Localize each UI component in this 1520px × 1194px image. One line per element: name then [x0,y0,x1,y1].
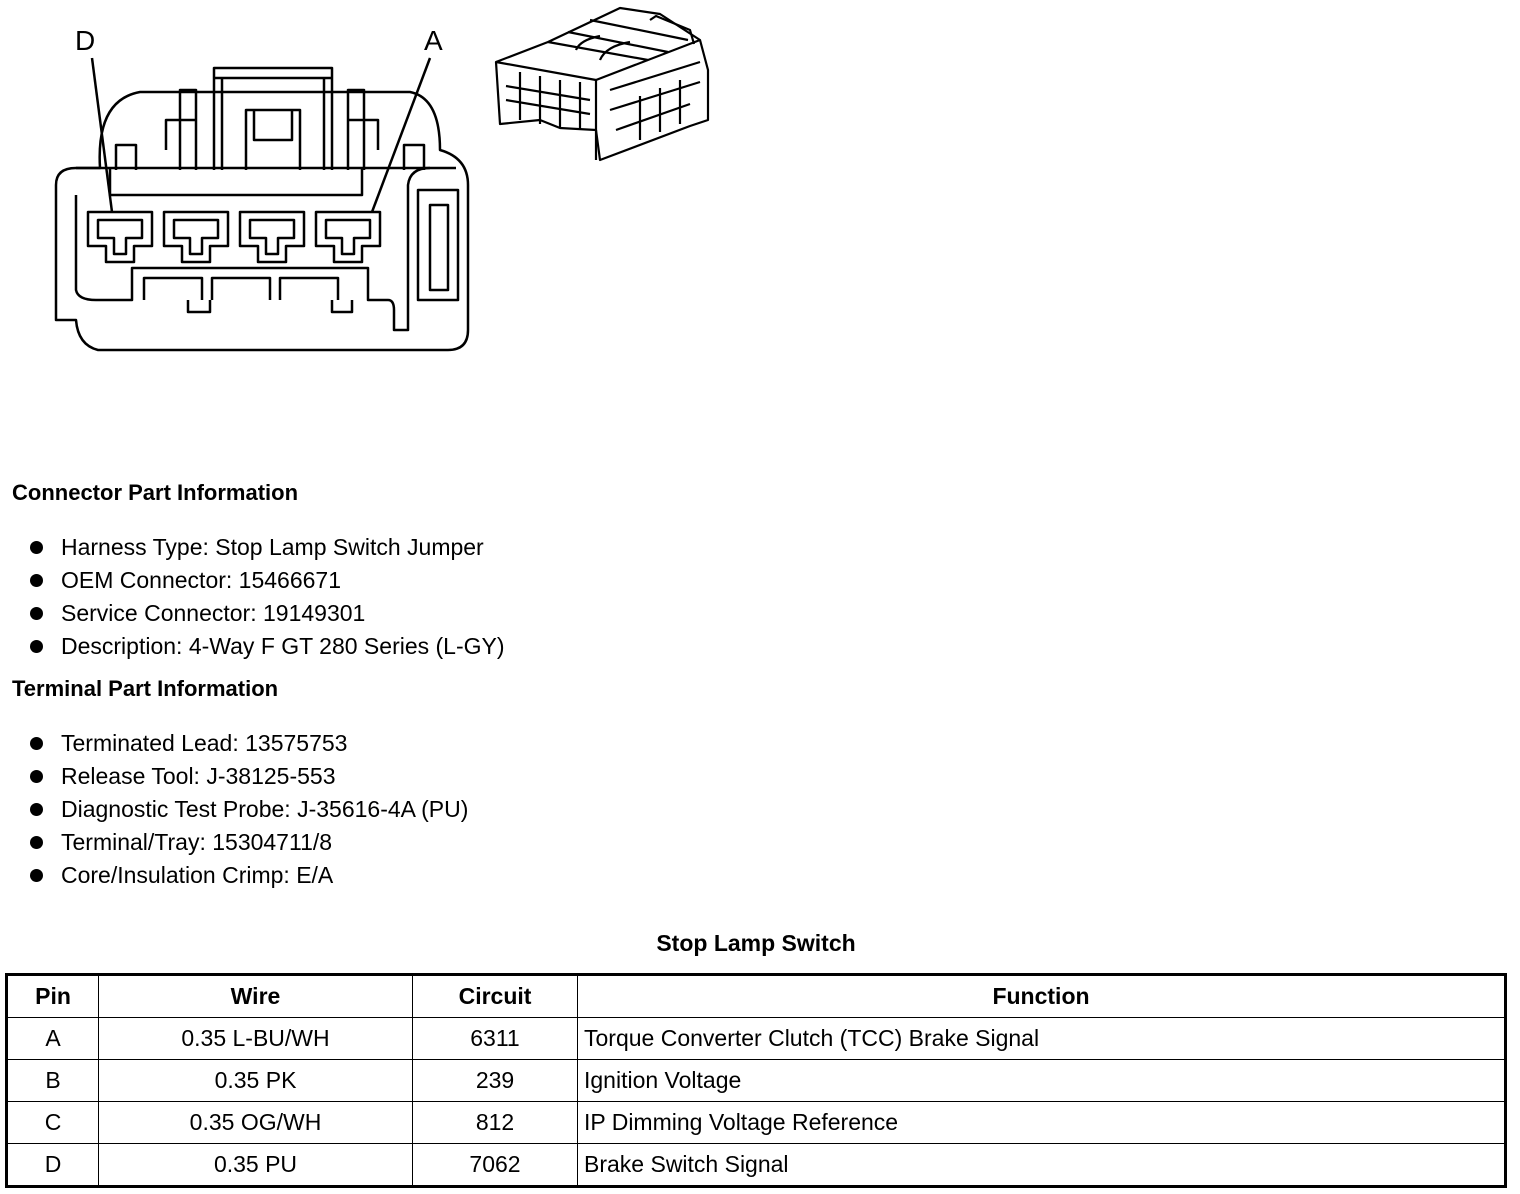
pin-label-a: A [424,25,443,56]
pin-label-d: D [75,25,95,56]
cell-pin: D [6,1143,99,1187]
list-item-text: Release Tool: J-38125-553 [61,763,336,789]
list-item-text: Service Connector: 19149301 [61,600,366,626]
cell-function: Torque Converter Clutch (TCC) Brake Sign… [577,1017,1506,1060]
list-item-text: OEM Connector: 15466671 [61,567,342,593]
list-item: Diagnostic Test Probe: J-35616-4A (PU) [28,793,468,826]
bullet-icon [30,541,43,554]
cell-function: Ignition Voltage [577,1059,1506,1102]
bullet-icon [30,836,43,849]
table-header-row: Pin Wire Circuit Function [6,974,1506,1018]
cell-pin: C [6,1101,99,1144]
list-item: OEM Connector: 15466671 [28,564,505,597]
column-header-function: Function [577,974,1506,1018]
cell-circuit: 812 [412,1101,578,1144]
list-item-text: Terminated Lead: 13575753 [61,730,348,756]
table-row: B 0.35 PK 239 Ignition Voltage [6,1059,1506,1102]
list-item: Release Tool: J-38125-553 [28,760,468,793]
column-header-wire: Wire [98,974,413,1018]
pin-table: Pin Wire Circuit Function A 0.35 L-BU/WH… [5,973,1507,1188]
terminal-cavities [86,210,382,264]
cell-circuit: 239 [412,1059,578,1102]
connector-part-info-title: Connector Part Information [12,480,299,505]
connector-housing-outline [54,90,470,352]
cell-wire: 0.35 PU [98,1143,413,1187]
table-row: D 0.35 PU 7062 Brake Switch Signal [6,1143,1506,1187]
column-header-pin: Pin [6,974,99,1018]
terminal-part-info-list: Terminated Lead: 13575753 Release Tool: … [28,727,468,892]
bullet-icon [30,803,43,816]
table-row: A 0.35 L-BU/WH 6311 Torque Converter Clu… [6,1017,1506,1060]
cell-function: Brake Switch Signal [577,1143,1506,1187]
cell-wire: 0.35 PK [98,1059,413,1102]
list-item: Harness Type: Stop Lamp Switch Jumper [28,531,505,564]
list-item-text: Description: 4-Way F GT 280 Series (L-GY… [61,633,505,659]
cell-wire: 0.35 OG/WH [98,1101,413,1144]
list-item-text: Harness Type: Stop Lamp Switch Jumper [61,534,484,560]
list-item-text: Diagnostic Test Probe: J-35616-4A (PU) [61,796,469,822]
cell-wire: 0.35 L-BU/WH [98,1017,413,1060]
connector-part-info-list: Harness Type: Stop Lamp Switch Jumper OE… [28,531,505,663]
list-item: Service Connector: 19149301 [28,597,505,630]
list-item-text: Core/Insulation Crimp: E/A [61,862,334,888]
bullet-icon [30,574,43,587]
list-item: Description: 4-Way F GT 280 Series (L-GY… [28,630,505,663]
bullet-icon [30,737,43,750]
cell-function: IP Dimming Voltage Reference [577,1101,1506,1144]
connector-drawing: D A [54,6,710,352]
bullet-icon [30,770,43,783]
terminal-part-info-title: Terminal Part Information [12,676,279,701]
bullet-icon [30,869,43,882]
cell-pin: A [6,1017,99,1060]
pin-table-title: Stop Lamp Switch [656,930,856,956]
list-item: Core/Insulation Crimp: E/A [28,859,468,892]
connector-latch [212,66,334,170]
table-row: C 0.35 OG/WH 812 IP Dimming Voltage Refe… [6,1101,1506,1144]
column-header-circuit: Circuit [412,974,578,1018]
cell-circuit: 7062 [412,1143,578,1187]
leader-line-a [370,57,432,213]
list-item-text: Terminal/Tray: 15304711/8 [61,829,333,855]
list-item: Terminated Lead: 13575753 [28,727,468,760]
cell-circuit: 6311 [412,1017,578,1060]
connector-isometric-view [494,6,710,162]
list-item: Terminal/Tray: 15304711/8 [28,826,468,859]
leader-line-d [90,57,114,213]
cell-pin: B [6,1059,99,1102]
bullet-icon [30,640,43,653]
bullet-icon [30,607,43,620]
